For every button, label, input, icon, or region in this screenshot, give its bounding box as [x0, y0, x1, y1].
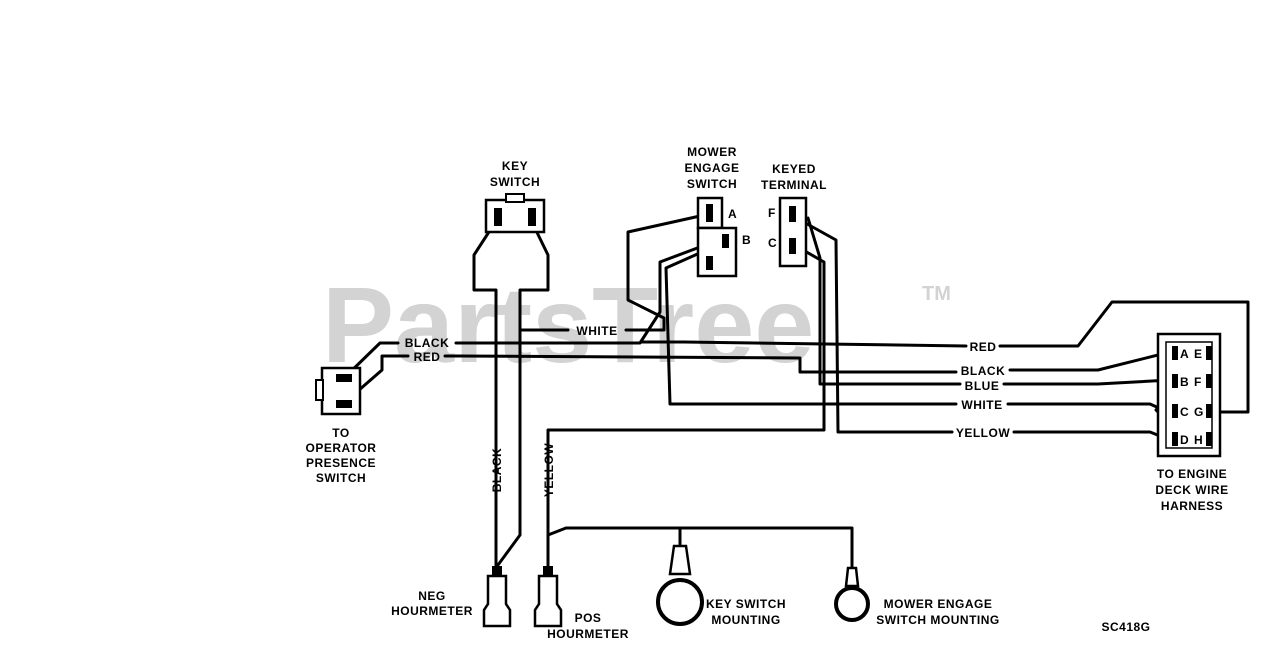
wire-keyed-c	[546, 244, 826, 572]
wire-label-black-vertical: BLACK	[490, 448, 504, 493]
keyed-terminal-label-2: TERMINAL	[761, 178, 827, 192]
mower-engage-mounting-label-2: SWITCH MOUNTING	[876, 613, 1000, 627]
key-switch-mounting: KEY SWITCH MOUNTING	[656, 544, 786, 627]
engine-deck-label-2: DECK WIRE	[1155, 483, 1228, 497]
mower-engage-upper	[696, 196, 724, 230]
key-switch-mounting-label-1: KEY SWITCH	[706, 597, 786, 611]
keyed-terminal-pin-f: F	[768, 206, 776, 220]
wire-label-white-top: WHITE	[576, 324, 617, 338]
wire-white-top	[518, 214, 702, 332]
pos-hourmeter-label-2: HOURMETER	[547, 627, 629, 641]
mower-engage-pin-b: B	[742, 233, 751, 247]
operator-label-3: PRESENCE	[306, 456, 376, 470]
keyed-terminal-pin-c: C	[768, 236, 777, 250]
deck-pin-f: F	[1194, 375, 1202, 389]
wire-label-yellow-right: YELLOW	[956, 426, 1011, 440]
deck-pin-b: B	[1180, 375, 1189, 389]
figure-code: SC418G	[1101, 620, 1150, 634]
mower-engage-ring-terminal	[834, 586, 870, 622]
key-switch-label-2: SWITCH	[490, 175, 540, 189]
deck-pin-g: G	[1194, 405, 1204, 419]
key-switch-label-1: KEY	[502, 159, 528, 173]
wire-yellow-pos	[546, 526, 682, 550]
pos-hourmeter-terminal	[533, 574, 563, 628]
wire-label-black-right: BLACK	[961, 364, 1006, 378]
wire-black-right	[1008, 350, 1172, 372]
deck-pin-c: C	[1180, 405, 1189, 419]
deck-pin-d: D	[1180, 433, 1189, 447]
watermark: PartsTree TM	[322, 264, 951, 385]
wire-mower-mount	[678, 526, 854, 572]
neg-hourmeter-label-1: NEG	[418, 589, 446, 603]
operator-label-1: TO	[332, 426, 349, 440]
pos-hourmeter-label-1: POS	[575, 611, 602, 625]
watermark-tm: TM	[922, 283, 951, 305]
wire-label-yellow-vertical: YELLOW	[542, 443, 556, 498]
operator-label-4: SWITCH	[316, 471, 366, 485]
wire-red-operator	[341, 354, 958, 406]
engine-deck-label-1: TO ENGINE	[1157, 467, 1227, 481]
wire-blue	[806, 216, 1172, 386]
wire-label-red-right: RED	[970, 340, 997, 354]
key-switch-mounting-label-2: MOUNTING	[711, 613, 780, 627]
mower-engage-pin-a: A	[728, 207, 737, 221]
wire-label-red-left: RED	[414, 350, 441, 364]
deck-pin-e: E	[1194, 347, 1203, 361]
mower-engage-mounting-label-1: MOWER ENGAGE	[884, 597, 993, 611]
operator-presence-connector: TO OPERATOR PRESENCE SWITCH	[306, 366, 377, 485]
neg-hourmeter: NEG HOURMETER	[391, 566, 512, 628]
key-switch-ring-terminal	[656, 578, 704, 626]
key-switch-pin-right	[528, 208, 536, 226]
keyed-terminal-label-1: KEYED	[772, 162, 816, 176]
key-switch: KEY SWITCH	[484, 159, 546, 234]
mower-engage-label-2: ENGAGE	[684, 161, 739, 175]
wire-label-black-left: BLACK	[405, 336, 450, 350]
wire-label-white-right: WHITE	[961, 398, 1002, 412]
operator-label-2: OPERATOR	[306, 441, 377, 455]
keyed-terminal: KEYED TERMINAL F C	[761, 162, 827, 268]
wire-red-right	[640, 300, 1250, 414]
engine-deck-connector: A B C D E F G H TO ENGINE DECK WIRE HARN…	[1155, 332, 1228, 513]
pos-hourmeter: POS HOURMETER	[533, 566, 629, 641]
engine-deck-label-3: HARNESS	[1161, 499, 1223, 513]
deck-pin-a: A	[1180, 347, 1189, 361]
mower-engage-lower	[696, 226, 738, 278]
mower-engage-label-3: SWITCH	[687, 177, 737, 191]
mower-engage-label-1: MOWER	[687, 145, 737, 159]
neg-hourmeter-terminal	[482, 574, 512, 628]
neg-hourmeter-label-2: HOURMETER	[391, 604, 473, 618]
deck-pin-h: H	[1194, 433, 1203, 447]
wire-label-blue: BLUE	[965, 379, 1000, 393]
mower-engage-mounting: MOWER ENGAGE SWITCH MOUNTING	[834, 566, 1000, 627]
watermark-text: PartsTree	[322, 264, 814, 385]
wires	[341, 214, 1250, 572]
wire-key-right-to-neg	[496, 216, 550, 567]
mower-engage-switch: MOWER ENGAGE SWITCH A B	[684, 145, 751, 278]
wire-labels: WHITE BLACK RED RED BLACK BLUE WHITE YEL…	[405, 324, 1011, 498]
key-switch-pin-left	[494, 208, 502, 226]
wire-black-key-loop	[472, 216, 500, 572]
